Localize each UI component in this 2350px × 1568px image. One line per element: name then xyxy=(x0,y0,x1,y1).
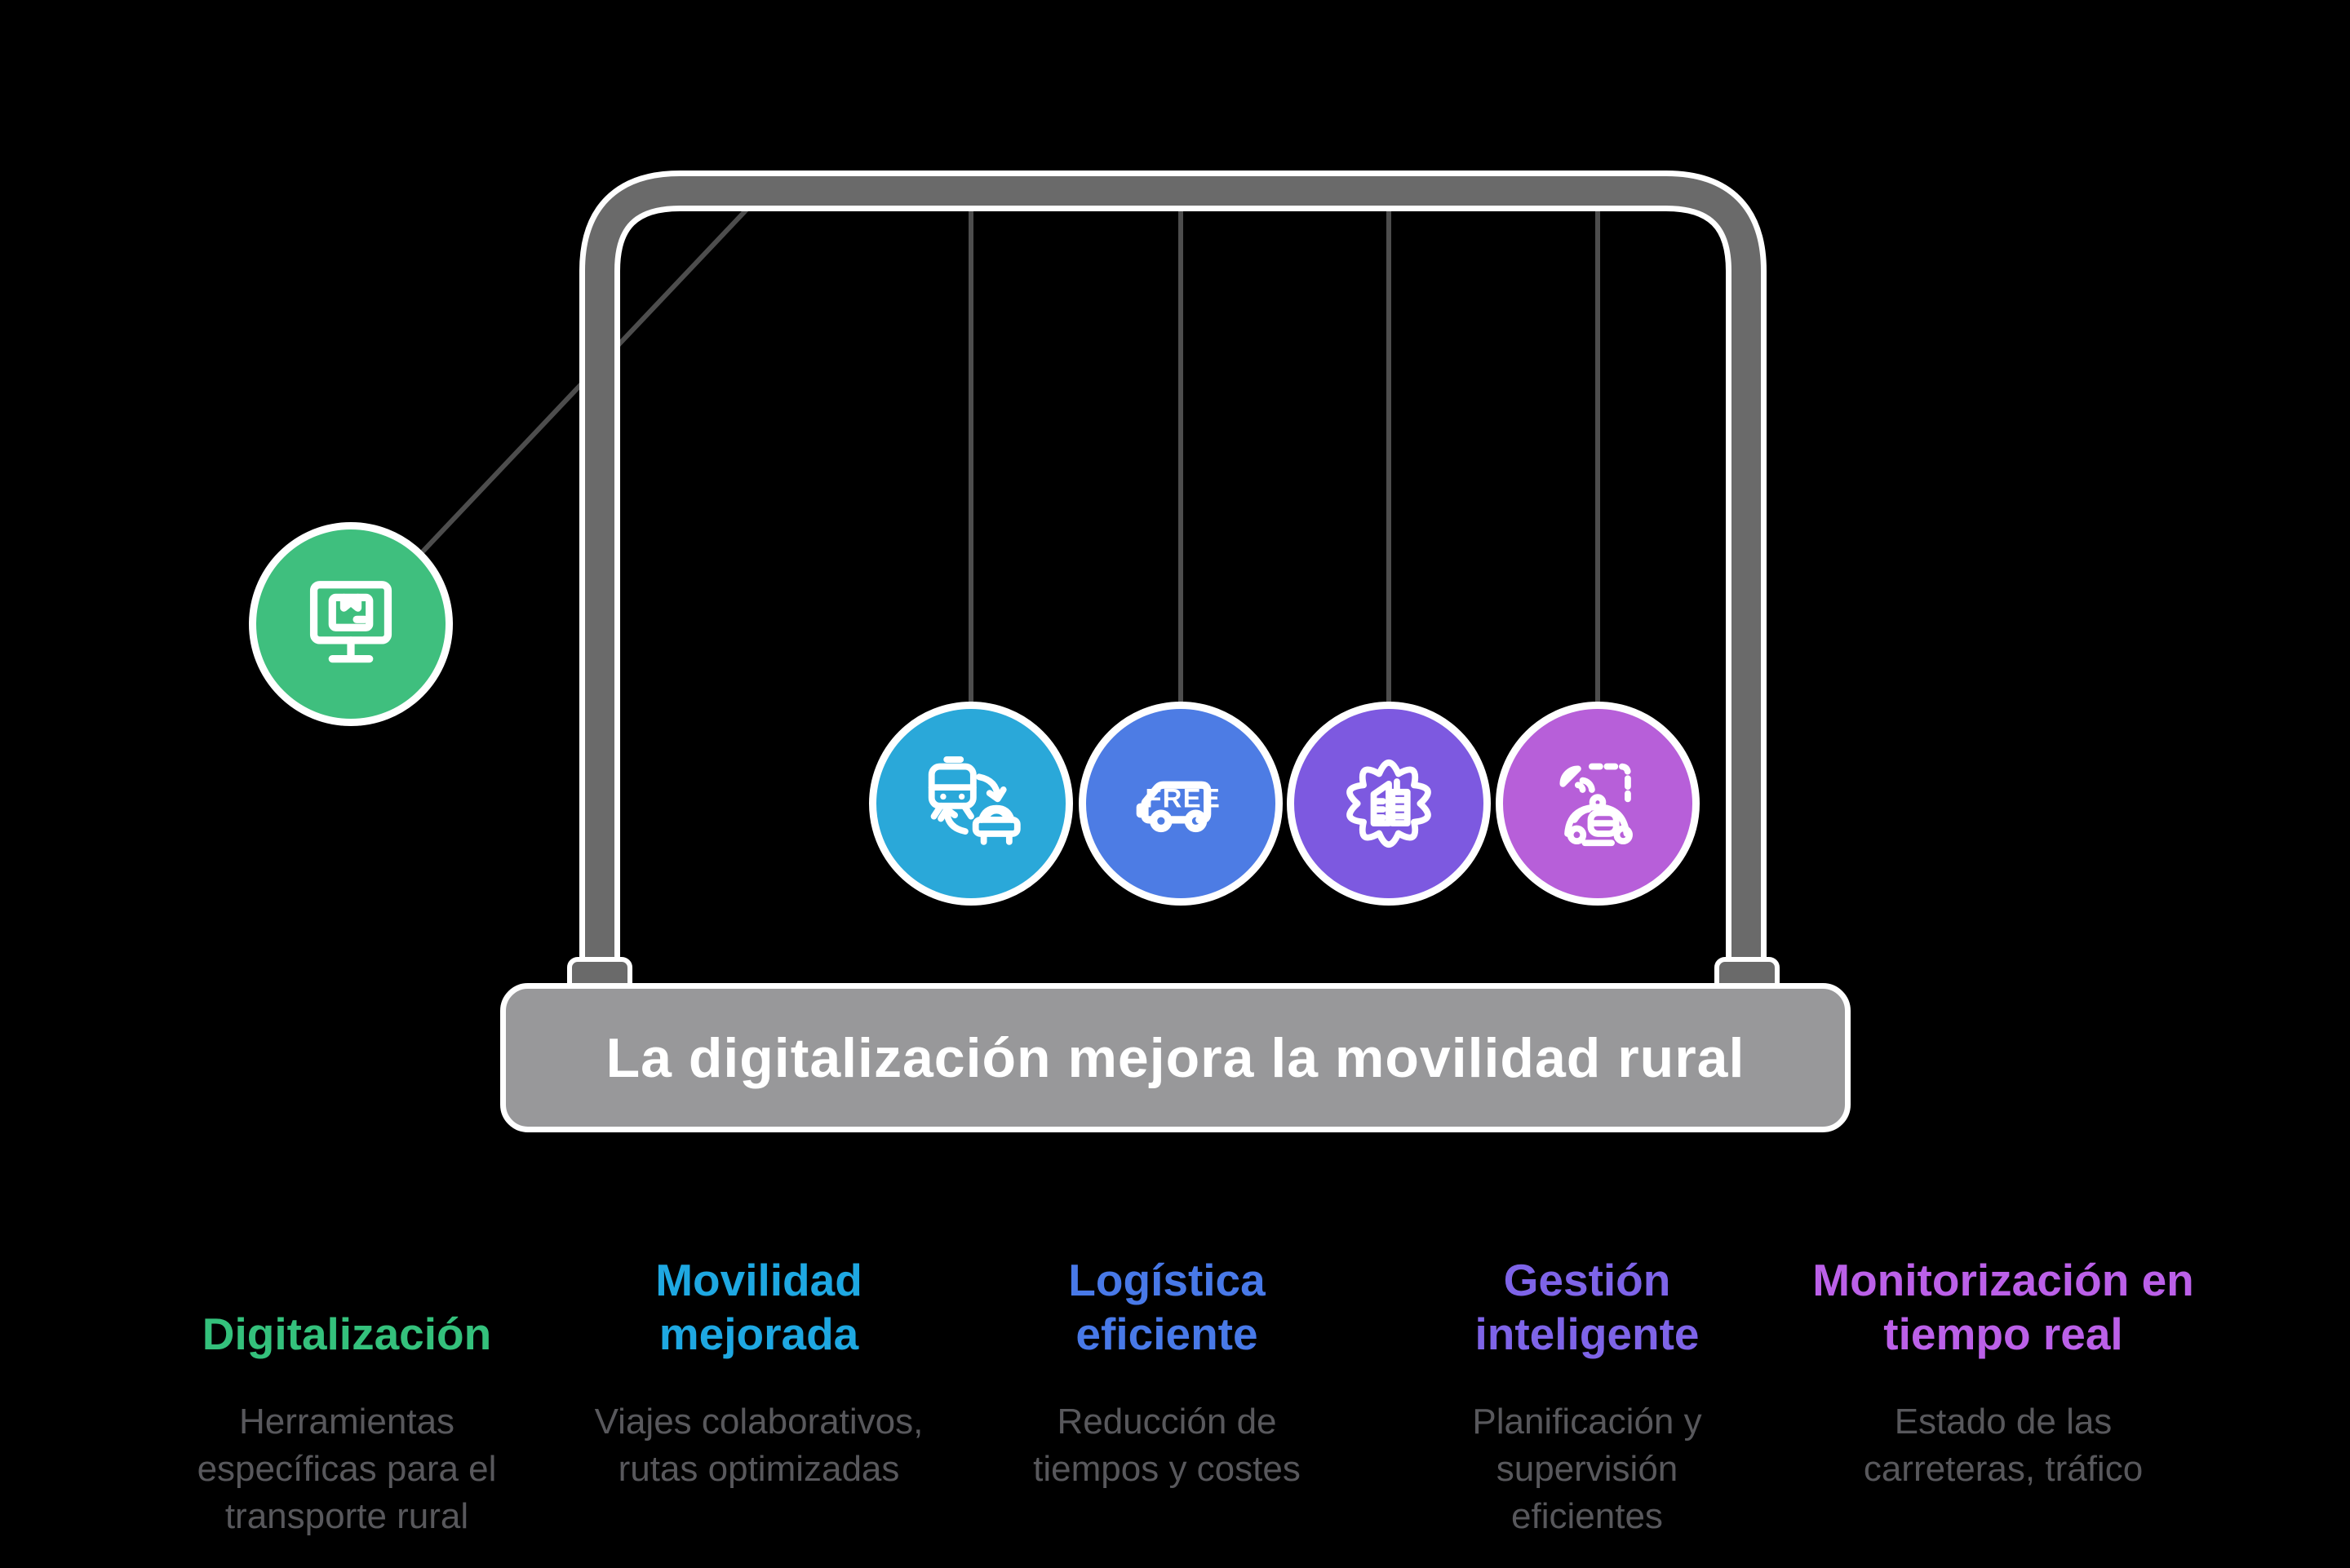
column-body: Herramientas específicas para el transpo… xyxy=(197,1402,497,1537)
ball-digitalizacion xyxy=(249,522,453,726)
banner-title: La digitalización mejora la movilidad ru… xyxy=(605,1026,1745,1089)
column-logistica-eficiente: Logística eficiente Reducción de tiempos… xyxy=(1004,1224,1330,1493)
column-heading: Movilidad mejorada xyxy=(655,1255,862,1359)
smart-city-gear-icon xyxy=(1346,760,1431,848)
column-heading: Logística eficiente xyxy=(1068,1255,1266,1359)
column-movilidad-mejorada: Movilidad mejorada Viajes colaborativos,… xyxy=(563,1224,955,1493)
train-car-exchange-icon xyxy=(928,756,1021,845)
column-heading: Gestión inteligente xyxy=(1474,1255,1700,1359)
ball-gestion-inteligente xyxy=(1287,702,1491,906)
column-body: Estado de las carreteras, tráfico xyxy=(1863,1402,2144,1490)
ball-logistica-eficiente: FREE xyxy=(1079,702,1283,906)
column-monitorizacion-tiempo-real: Monitorización en tiempo real Estado de … xyxy=(1807,1224,2199,1493)
free-delivery-van-icon: FREE xyxy=(1136,781,1221,833)
column-heading: Digitalización xyxy=(202,1309,492,1359)
column-body: Reducción de tiempos y costes xyxy=(1033,1402,1301,1490)
ball-movilidad-mejorada xyxy=(869,702,1073,906)
monitor-package-icon xyxy=(309,581,392,663)
autonomous-car-icon xyxy=(1559,763,1633,847)
column-digitalizacion: Digitalización Herramientas específicas … xyxy=(167,1224,526,1540)
ball-monitorizacion-tiempo-real xyxy=(1496,702,1700,906)
free-label: FREE xyxy=(1145,782,1221,813)
base-bar: La digitalización mejora la movilidad ru… xyxy=(500,983,1851,1132)
column-body: Planificación y supervisión eficientes xyxy=(1472,1402,1702,1537)
column-gestion-inteligente: Gestión inteligente Planificación y supe… xyxy=(1440,1224,1734,1540)
stand-frame xyxy=(585,176,1761,989)
column-body: Viajes colaborativos, rutas optimizadas xyxy=(594,1402,924,1490)
column-heading: Monitorización en tiempo real xyxy=(1812,1255,2194,1359)
